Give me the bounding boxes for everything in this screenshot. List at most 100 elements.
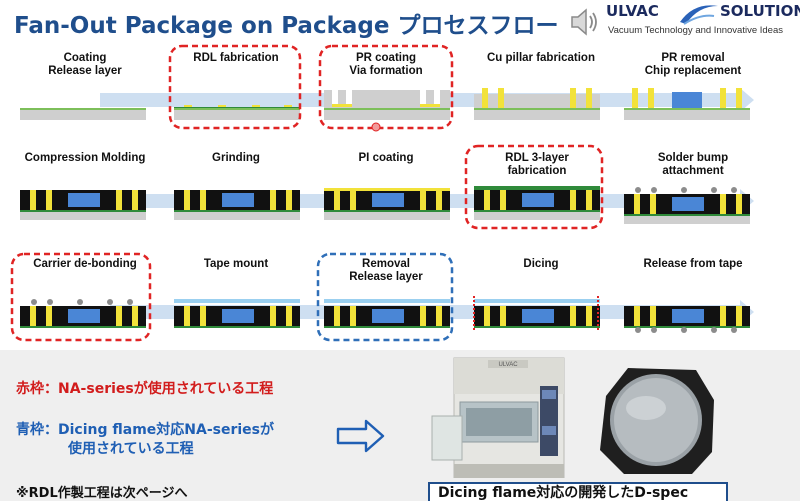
carrier-substrate (474, 212, 600, 220)
cu-pillar (200, 306, 206, 326)
carrier-substrate (474, 110, 600, 120)
semiconductor-chip (68, 193, 100, 207)
cu-pillar (482, 88, 488, 108)
page-title: Fan-Out Package on Package プロセスフロー (14, 13, 559, 39)
solder-bump (731, 187, 737, 193)
step-label-carrier-debonding: Carrier de-bonding (33, 258, 137, 270)
na-series-frame (318, 44, 454, 130)
semiconductor-chip (522, 309, 554, 323)
solder-bump (31, 299, 37, 305)
rdl-layer (174, 210, 300, 212)
cu-pillar (586, 190, 592, 210)
dicing-flame-frame (316, 252, 454, 342)
step-label-coating-release: Coating Release layer (48, 52, 122, 77)
rdl-layer (324, 210, 450, 212)
step-label-pr-removal: PR removal Chip replacement (644, 52, 742, 77)
solder-bump (107, 299, 113, 305)
semiconductor-chip (222, 309, 254, 323)
step-label-cu-pillar: Cu pillar fabrication (487, 52, 595, 64)
step-label-solder-bump: Solder bump attachment (657, 152, 729, 177)
rdl-layer (624, 214, 750, 216)
semiconductor-chip (672, 197, 704, 211)
pi-coating (324, 188, 450, 191)
solder-bump (711, 187, 717, 193)
machine-caption: Dicing flame対応の開発したD-spec (428, 482, 728, 501)
solder-bump (711, 327, 717, 333)
carrier-substrate (324, 212, 450, 220)
rdl-pad (420, 104, 440, 107)
step-label-removal-release: Removal Release layer (349, 258, 423, 283)
solder-bump (681, 327, 687, 333)
cu-pillar (270, 190, 276, 210)
semiconductor-chip (68, 309, 100, 323)
process-flow-diagram (10, 44, 754, 342)
cu-pillar (720, 306, 726, 326)
cu-pillar (484, 190, 490, 210)
rdl-layer (624, 326, 750, 328)
photoresist (474, 94, 600, 108)
cu-pillar (720, 194, 726, 214)
cu-pillar (436, 190, 442, 210)
swoosh-icon (680, 5, 718, 25)
carrier-substrate (624, 216, 750, 224)
cu-pillar (116, 306, 122, 326)
photoresist (324, 90, 450, 108)
solder-bump (651, 187, 657, 193)
cu-pillar (648, 88, 654, 108)
rdl-layer (20, 210, 146, 212)
cu-pillar (270, 306, 276, 326)
via-opening (434, 90, 440, 106)
step-label-release-tape: Release from tape (643, 258, 743, 270)
cu-pillar (634, 194, 640, 214)
speaker-icon[interactable] (566, 4, 602, 40)
cu-pillar (286, 190, 292, 210)
legend-red-frame: 赤枠：NA-seriesが使用されている工程 (16, 381, 274, 397)
cu-pillar (650, 306, 656, 326)
solder-bump (635, 187, 641, 193)
solder-bump (127, 299, 133, 305)
cu-pillar (736, 194, 742, 214)
rdl-layer (174, 326, 300, 328)
carrier-substrate (174, 212, 300, 220)
step-label-rdl-fabrication: RDL fabrication (193, 52, 279, 64)
legend-blue-frame-cont: 使用されている工程 (68, 441, 194, 457)
semiconductor-chip (372, 309, 404, 323)
cu-pillar (634, 306, 640, 326)
semiconductor-chip (372, 193, 404, 207)
via-opening (346, 90, 352, 106)
release-layer (324, 108, 450, 110)
cu-pillar (200, 190, 206, 210)
cu-pillar (116, 190, 122, 210)
semiconductor-chip (672, 92, 702, 108)
step-label-pr-coating: PR coating Via formation (349, 52, 423, 77)
rdl-note: ※RDL作製工程は次ページへ (16, 486, 188, 501)
cu-pillar (736, 306, 742, 326)
cu-pillar (30, 190, 36, 210)
cu-pillar (650, 194, 656, 214)
logo-ulvac-text: ULVAC (606, 2, 659, 20)
cu-pillar (586, 306, 592, 326)
machine-brand-label: ULVAC (498, 362, 518, 368)
cu-pillar (570, 306, 576, 326)
legend-blue-frame: 青枠：Dicing flame対応NA-seriesが (16, 422, 275, 438)
rdl-line (174, 107, 300, 108)
step-label-rdl-3-layer: RDL 3-layer fabrication (505, 152, 569, 177)
solder-bump (731, 327, 737, 333)
cu-pillar (286, 306, 292, 326)
dicing-tape (474, 299, 600, 303)
cu-pillar (498, 88, 504, 108)
rdl-layer (324, 326, 450, 328)
ulvac-logo: ULVAC SOLUTIONS Vacuum Technology and In… (606, 0, 800, 46)
release-layer (474, 108, 600, 110)
rdl-3-layer (474, 186, 600, 190)
na-series-frame (464, 144, 604, 230)
cu-pillar (484, 306, 490, 326)
step-label-dicing: Dicing (523, 258, 559, 270)
rdl-layer (474, 210, 600, 212)
carrier-substrate (624, 110, 750, 120)
cu-pillar (334, 306, 340, 326)
cu-pillar (132, 306, 138, 326)
solder-bump (651, 327, 657, 333)
cu-pillar (720, 88, 726, 108)
cu-pillar (586, 88, 592, 108)
